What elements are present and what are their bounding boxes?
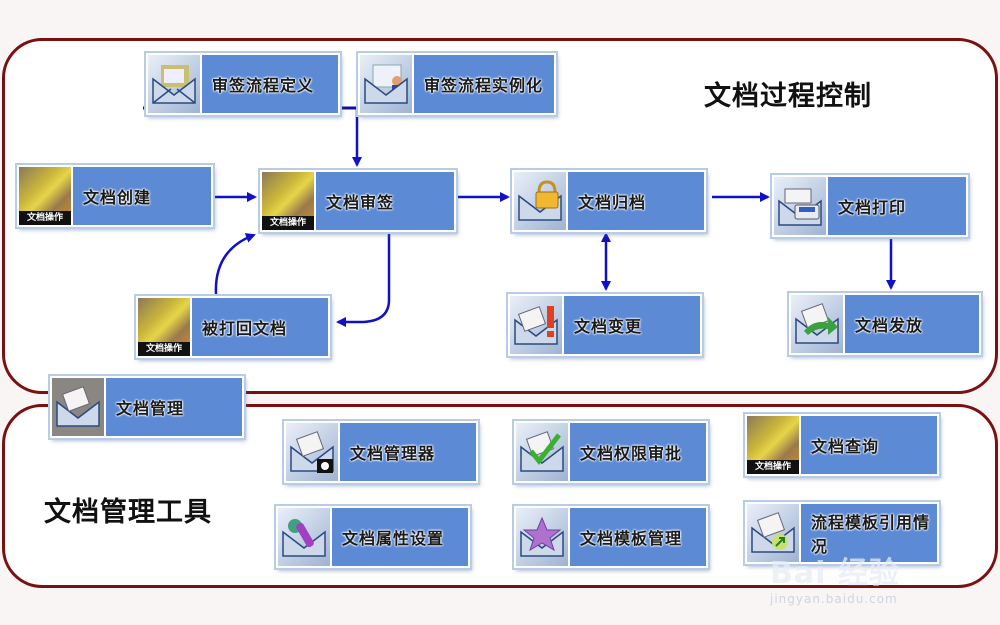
envelope-star-icon — [516, 508, 570, 566]
node-label: 文档创建 — [83, 188, 152, 207]
envelope-printer-icon — [774, 177, 828, 235]
node-label: 文档属性设置 — [342, 529, 445, 548]
node-doc-release[interactable]: 文档发放 — [789, 293, 981, 355]
node-label: 被打回文档 — [202, 319, 288, 338]
node-doc-rejected[interactable]: 文档操作 被打回文档 — [136, 296, 330, 358]
node-label: 文档审签 — [326, 193, 395, 212]
node-label: 文档模板管理 — [580, 529, 683, 548]
node-doc-review[interactable]: 文档操作 文档审签 — [260, 170, 456, 232]
envelope-document-icon — [52, 378, 106, 436]
node-review-flow-definition[interactable]: 审签流程定义 — [146, 53, 340, 115]
node-doc-change[interactable]: 文档变更 — [508, 294, 702, 356]
watermark-brand: Bai 经验 — [770, 556, 900, 591]
envelope-check-icon — [516, 423, 570, 481]
envelope-alert-icon — [510, 296, 564, 354]
node-label: 文档查询 — [811, 437, 880, 456]
node-doc-print[interactable]: 文档打印 — [772, 175, 968, 237]
node-doc-query[interactable]: 文档操作 文档查询 — [745, 414, 939, 476]
node-label: 文档管理 — [116, 399, 185, 418]
node-review-flow-instance[interactable]: 审签流程实例化 — [358, 53, 556, 115]
envelope-share-icon — [747, 504, 801, 562]
envelope-tools-icon — [278, 508, 332, 566]
node-label: 流程模板引用情况 — [811, 513, 931, 556]
watermark: Bai 经验 jingyan.baidu.com — [770, 548, 900, 606]
watermark-url: jingyan.baidu.com — [770, 592, 898, 606]
envelope-arrow-icon — [791, 295, 845, 353]
envelope-document-icon — [148, 55, 202, 113]
process-control-title: 文档过程控制 — [704, 81, 872, 112]
node-doc-create[interactable]: 文档操作 文档创建 — [17, 165, 213, 227]
node-label: 文档权限审批 — [580, 444, 683, 463]
node-doc-template-management[interactable]: 文档模板管理 — [514, 506, 708, 568]
node-doc-permission-approval[interactable]: 文档权限审批 — [514, 421, 708, 483]
node-label: 文档打印 — [838, 198, 907, 217]
envelope-person-icon — [360, 55, 414, 113]
node-label: 文档管理器 — [350, 444, 436, 463]
document-operation-icon: 文档操作 — [262, 172, 316, 230]
node-doc-management[interactable]: 文档管理 — [50, 376, 244, 438]
document-operation-icon: 文档操作 — [747, 416, 801, 474]
document-operation-icon: 文档操作 — [19, 167, 73, 225]
envelope-lock-icon — [514, 172, 568, 230]
node-label: 文档发放 — [855, 316, 924, 335]
envelope-gear-icon — [286, 423, 340, 481]
node-doc-property-settings[interactable]: 文档属性设置 — [276, 506, 470, 568]
management-tools-title: 文档管理工具 — [44, 497, 212, 528]
node-label: 审签流程实例化 — [424, 76, 544, 95]
document-operation-icon: 文档操作 — [138, 298, 192, 356]
node-flow-template-usage[interactable]: 流程模板引用情况 — [745, 502, 939, 564]
node-doc-manager[interactable]: 文档管理器 — [284, 421, 478, 483]
node-label: 审签流程定义 — [212, 76, 315, 95]
node-label: 文档归档 — [578, 193, 647, 212]
node-doc-archive[interactable]: 文档归档 — [512, 170, 706, 232]
node-label: 文档变更 — [574, 317, 643, 336]
